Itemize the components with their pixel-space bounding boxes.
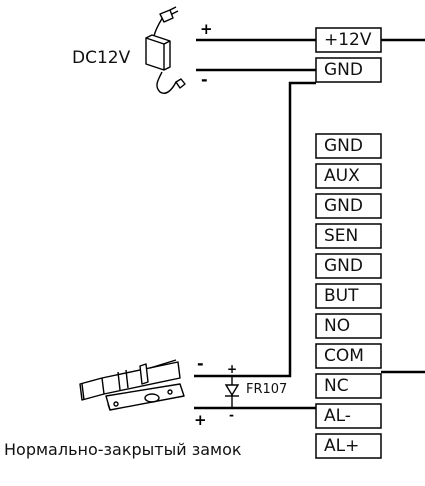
diode-fr107 <box>224 376 240 408</box>
power-plus-sign: + <box>200 20 213 38</box>
terminal-al-minus: AL- <box>324 406 351 426</box>
lock-label: Нормально-закрытый замок <box>4 440 242 459</box>
diode-label: FR107 <box>246 382 288 397</box>
diode-plus-sign: + <box>227 362 238 376</box>
diode-minus-sign: - <box>229 408 234 422</box>
wires <box>194 38 425 410</box>
terminal-gnd-3: GND <box>324 256 363 276</box>
lock-plus-sign: + <box>194 411 207 429</box>
power-label: DC12V <box>72 48 131 68</box>
power-minus-sign: - <box>201 70 208 89</box>
terminal-com: COM <box>324 346 364 366</box>
terminal-plus-12v: +12V <box>324 30 372 50</box>
terminal-sen: SEN <box>324 226 359 246</box>
lock-minus-sign: - <box>197 354 204 373</box>
terminal-aux: AUX <box>324 166 360 186</box>
terminal-gnd-1: GND <box>324 136 363 156</box>
terminal-gnd-top: GND <box>324 60 363 80</box>
terminal-block-main <box>315 133 382 459</box>
terminal-nc: NC <box>324 376 349 396</box>
power-adapter-icon <box>145 6 186 94</box>
terminal-no: NO <box>324 316 351 336</box>
lock-icon <box>79 359 185 411</box>
terminal-block-top <box>315 27 382 83</box>
terminal-but: BUT <box>324 286 359 306</box>
terminal-gnd-2: GND <box>324 196 363 216</box>
terminal-al-plus: AL+ <box>324 436 360 456</box>
wire-gnd-to-lock <box>194 81 316 378</box>
